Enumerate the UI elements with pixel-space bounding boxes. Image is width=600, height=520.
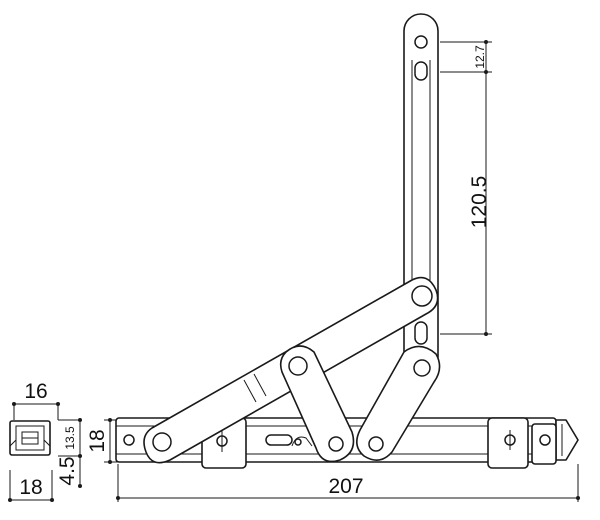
dim-side-width-bottom: 18 [8,470,54,502]
profile-inner-detail [21,431,39,445]
label-profile-height: 18 [86,429,109,452]
rail-left-hole [123,434,135,446]
dim-total-length: 207 [116,464,580,502]
diagonal-arm-top-pivot [411,285,433,307]
link-rail-pivot-left [328,436,344,452]
label-top-slot-spacing: 12.7 [473,45,487,69]
link-arm-pivot [413,359,431,377]
dim-side-width-top: 16 [12,380,60,420]
arm-lower-slot [414,321,428,345]
label-total-length: 207 [328,475,363,498]
label-side-offset-bottom: 4.5 [56,456,79,485]
label-side-width-top: 16 [24,380,47,403]
diagonal-arm-rail-pivot [152,432,172,452]
side-profile-view [9,420,51,456]
arm-top-slot [414,61,428,81]
rail-end-tip [555,419,579,461]
dim-top-slot-spacing: 12.7 [440,40,492,74]
label-arm-length: 120.5 [468,176,491,229]
arm-top-hole [414,35,428,49]
link-rail-pivot-right [368,436,384,452]
label-side-width-bottom: 18 [19,476,42,499]
latch-hook [291,436,313,447]
label-side-height-inner: 13.5 [63,426,77,450]
profile-flanges [9,439,51,447]
rail-slot [265,434,293,446]
profile-channel [15,425,45,451]
dim-arm-length: 120.5 [440,72,492,336]
hinge-mechanism [115,13,579,469]
dim-side-heights: 13.5 4.5 [56,418,82,488]
dim-profile-height: 18 [86,418,118,464]
link-mid-pivot [288,356,308,376]
